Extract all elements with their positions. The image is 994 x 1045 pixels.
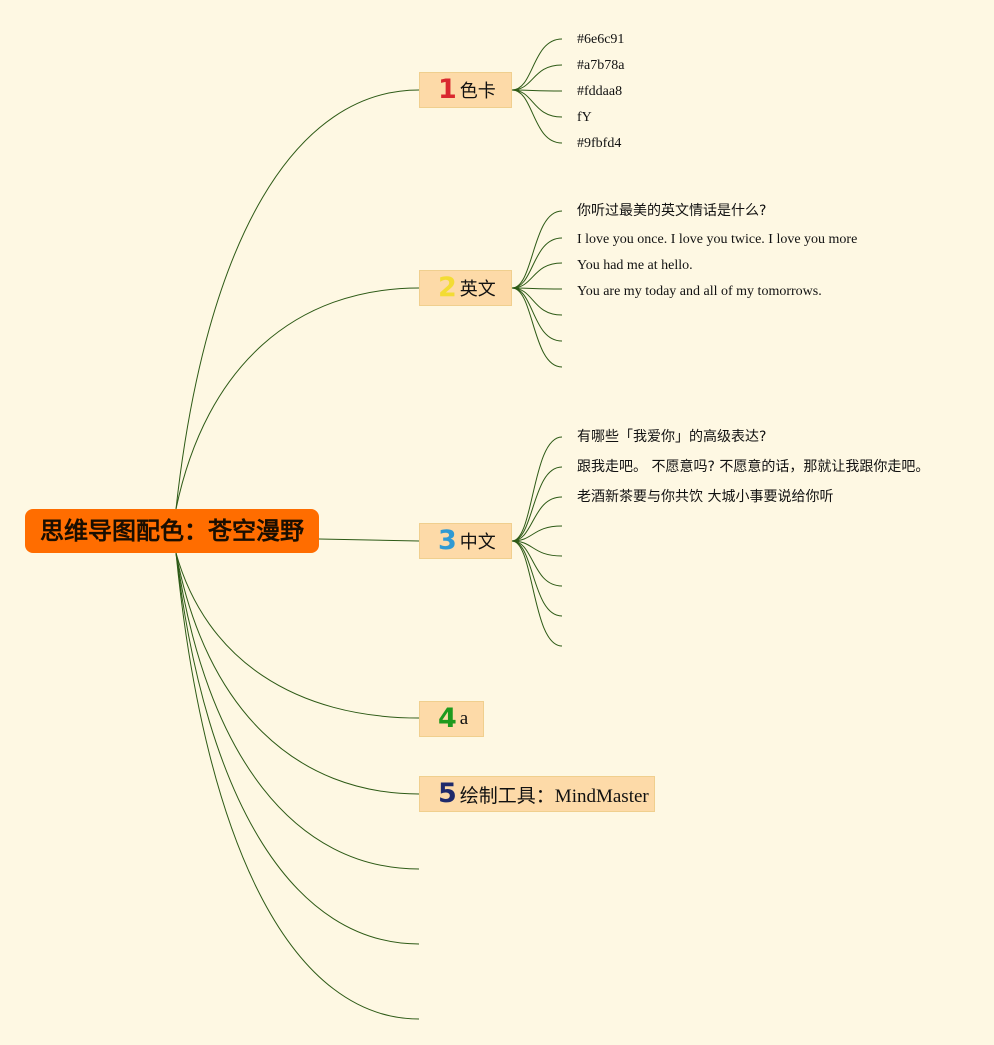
leaf-line: [511, 540, 563, 647]
leaf-line: [511, 287, 563, 342]
leaf-item[interactable]: I love you once. I love you twice. I lov…: [577, 232, 858, 247]
leaf-line: [511, 496, 563, 542]
leaf-line: [511, 89, 563, 144]
topic-drawing-tool[interactable]: 5 绘制工具：MindMaster: [419, 776, 655, 812]
leaf-item[interactable]: 你听过最美的英文情话是什么?: [577, 203, 767, 219]
number-2-icon: 2: [438, 272, 457, 303]
leaf-line: [511, 89, 563, 118]
leaf-item[interactable]: #a7b78a: [577, 58, 625, 73]
leaf-line: [511, 540, 563, 557]
topic-label: a: [459, 708, 469, 729]
topic-label: 绘制工具：MindMaster: [459, 785, 649, 807]
branch-line: [318, 538, 420, 542]
topic-english[interactable]: 2 英文: [419, 270, 512, 306]
topic-label: 英文: [459, 279, 496, 300]
leaf-item[interactable]: #6e6c91: [577, 32, 625, 47]
leaf-item[interactable]: 跟我走吧。 不愿意吗? 不愿意的话，那就让我跟你走吧。: [577, 459, 930, 475]
branch-line: [175, 552, 420, 795]
branch-line: [175, 552, 420, 1020]
number-3-icon: 3: [438, 525, 457, 556]
leaf-item[interactable]: #fddaa8: [577, 84, 623, 99]
branch-line: [175, 287, 420, 510]
leaf-line: [511, 466, 563, 542]
leaf-item[interactable]: 有哪些「我爱你」的高级表达?: [577, 429, 767, 445]
leaf-line: [511, 237, 563, 289]
number-1-icon: 1: [438, 74, 457, 105]
branch-line: [175, 552, 420, 945]
topic-color-card[interactable]: 1 色卡: [419, 72, 512, 108]
leaf-item[interactable]: 老酒新茶要与你共饮 大城小事要说给你听: [577, 489, 834, 505]
leaf-line: [511, 210, 563, 289]
leaf-line: [511, 436, 563, 542]
branch-line: [175, 552, 420, 870]
topic-a[interactable]: 4 a: [419, 701, 484, 737]
leaf-line: [511, 262, 563, 289]
number-4-icon: 4: [438, 703, 457, 734]
topic-chinese[interactable]: 3 中文: [419, 523, 512, 559]
leaf-item[interactable]: #9fbfd4: [577, 136, 622, 151]
leaf-item[interactable]: You had me at hello.: [577, 258, 693, 273]
root-topic[interactable]: 思维导图配色：苍空漫野: [25, 509, 319, 553]
leaf-item[interactable]: fY: [577, 110, 592, 125]
branch-line: [175, 552, 420, 719]
leaf-line: [511, 38, 563, 91]
number-5-icon: 5: [438, 778, 457, 809]
branch-line: [175, 89, 420, 510]
leaf-line: [511, 287, 563, 368]
leaf-line: [511, 525, 563, 542]
leaf-line: [511, 540, 563, 587]
leaf-line: [511, 64, 563, 91]
topic-label: 色卡: [459, 81, 496, 102]
leaf-item[interactable]: You are my today and all of my tomorrows…: [577, 284, 822, 299]
topic-label: 中文: [459, 532, 496, 553]
